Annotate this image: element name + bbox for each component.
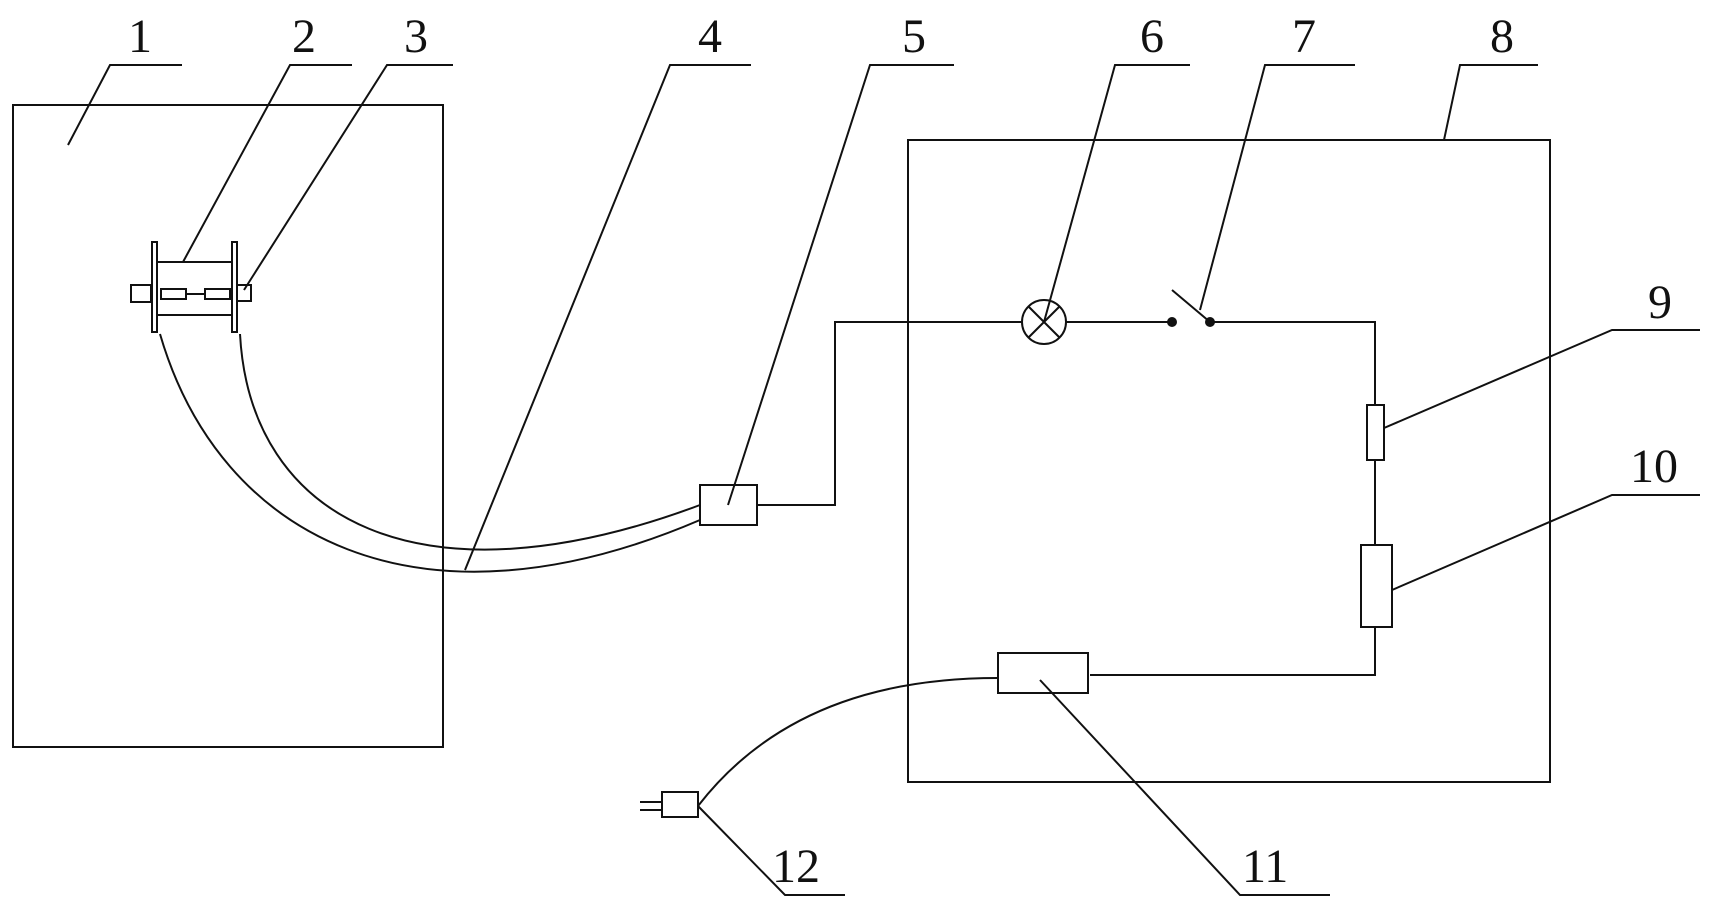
label-12: 12	[772, 840, 820, 893]
label-2: 2	[292, 10, 316, 63]
module-11	[997, 652, 1089, 694]
label-1: 1	[128, 10, 152, 63]
label-6: 6	[1140, 10, 1164, 63]
connector-3	[236, 284, 252, 302]
label-10: 10	[1630, 440, 1678, 493]
switch-7	[1167, 289, 1215, 327]
plug-12	[661, 791, 699, 818]
label-4: 4	[698, 10, 722, 63]
label-7: 7	[1292, 10, 1316, 63]
label-5: 5	[902, 10, 926, 63]
box-5	[699, 484, 758, 526]
enclosure-8	[907, 139, 1551, 783]
leader-lines	[67, 64, 1700, 896]
label-8: 8	[1490, 10, 1514, 63]
label-3: 3	[404, 10, 428, 63]
label-9: 9	[1648, 276, 1672, 329]
cable-4	[159, 333, 701, 573]
wiring	[640, 321, 1376, 811]
component-9	[1366, 404, 1385, 461]
label-11: 11	[1242, 840, 1288, 893]
spool-assembly-2	[130, 241, 238, 333]
panel-1	[12, 104, 444, 748]
component-10	[1360, 544, 1393, 628]
